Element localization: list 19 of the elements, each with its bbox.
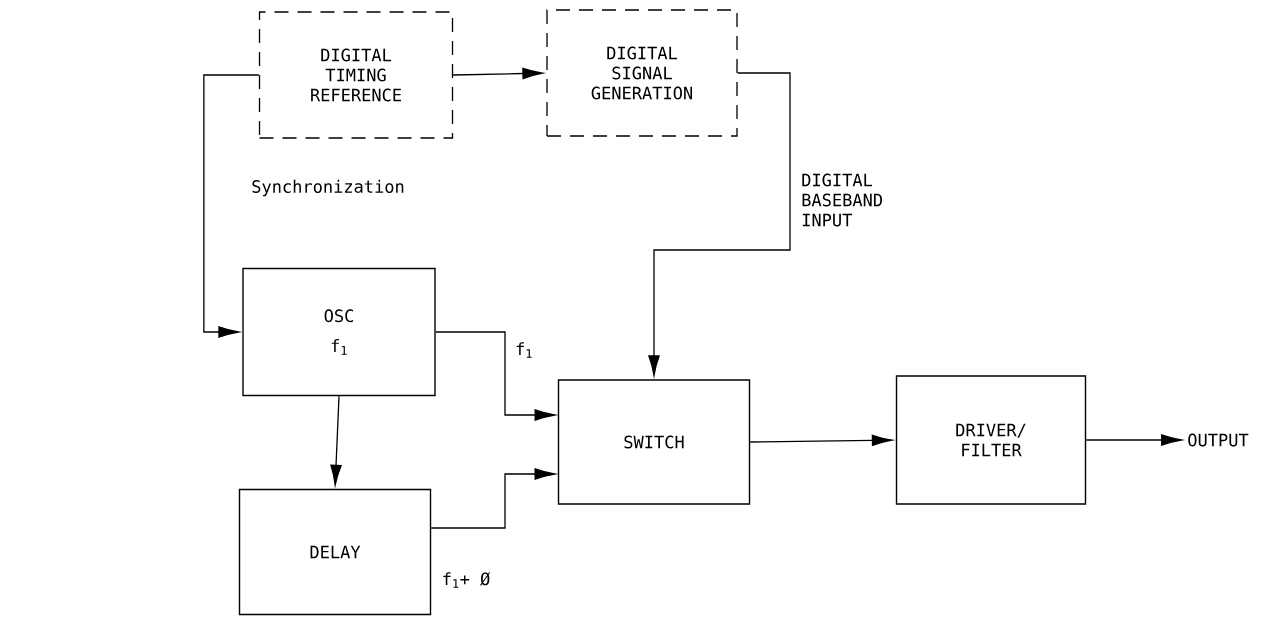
arrow — [330, 395, 342, 486]
arrow — [749, 434, 893, 446]
block-box: DRIVER/ FILTER — [895, 375, 1087, 505]
edge-label: Synchronization — [250, 178, 406, 198]
output-label: OUTPUT — [1188, 433, 1249, 447]
arrow — [435, 331, 556, 421]
edge-label: DIGITAL BASEBAND INPUT — [800, 172, 893, 228]
edge-label: f$_{1}$ — [514, 341, 534, 359]
block-box: OSC f$_{1}$ — [242, 267, 436, 397]
arrow — [648, 72, 791, 376]
block-box: DIGITAL TIMING REFERENCE — [258, 11, 454, 139]
edge-label: f$_{1}$+ Ø — [440, 571, 492, 589]
arrow — [430, 468, 556, 529]
block-box: DELAY — [238, 488, 432, 616]
arrow — [203, 74, 260, 338]
arrow — [1085, 434, 1182, 446]
arrow — [452, 67, 544, 80]
block-box: SWITCH — [557, 379, 751, 505]
block-box: DIGITAL SIGNAL GENERATION — [546, 9, 738, 137]
